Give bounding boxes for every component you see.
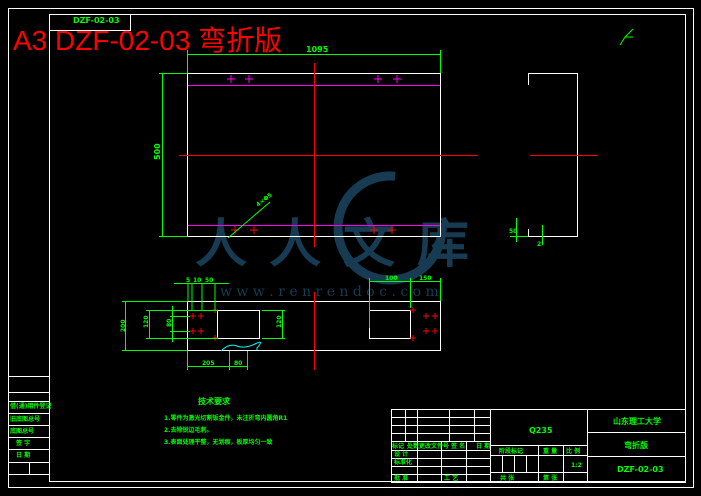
cutout-right xyxy=(369,310,411,339)
side-view: 50 2 xyxy=(509,28,634,248)
break-line xyxy=(220,341,261,352)
label-design: 设 计 xyxy=(394,450,408,458)
tech-line-2: 2.去除锐边毛刺。 xyxy=(164,426,212,434)
height-dimension: 500 xyxy=(153,143,162,160)
part-name: 弯折版 xyxy=(624,440,648,450)
thk-dimension: 2 xyxy=(537,241,541,248)
dim-200: 200 xyxy=(120,319,127,332)
bottom-holes xyxy=(231,226,396,234)
scale-value: 1:2 xyxy=(571,462,582,469)
dim-5: 5 xyxy=(186,277,190,284)
label-sheet-no: 第 张 xyxy=(542,474,558,482)
strip-label-3: 底图总号 xyxy=(10,427,34,435)
label-change-doc: 更改文件号 xyxy=(419,442,449,450)
hole-markers xyxy=(227,75,401,83)
dim-10: 10 xyxy=(193,277,201,284)
dim-120: 120 xyxy=(143,315,150,328)
strip-label-1: 借(通)用件登记 xyxy=(9,402,52,410)
left-strip: 借(通)用件登记 旧底图总号 底图总号 签 字 日 期 xyxy=(8,376,52,475)
label-process: 工 艺 xyxy=(444,474,458,482)
label-mark: 标记 xyxy=(391,442,404,450)
dim-150: 150 xyxy=(419,275,432,282)
hole-height-dim xyxy=(170,306,190,342)
inner-height-dim xyxy=(146,310,217,339)
watermark-text: 人人文库 xyxy=(195,215,491,275)
label-approve: 批 准 xyxy=(394,474,408,482)
code-box-label: DZF-02-03 xyxy=(73,16,120,25)
cutout-left xyxy=(217,310,260,339)
strip-label-5: 日 期 xyxy=(16,451,30,459)
drawing-title: A3 DZF-02-03 弯折版 xyxy=(13,25,282,56)
width-dimension: 1095 xyxy=(306,45,329,54)
dim-205: 205 xyxy=(202,360,215,367)
left-strip-grid xyxy=(8,376,49,475)
dim-80-bottom: 80 xyxy=(234,360,242,367)
title-block-frame xyxy=(391,409,686,483)
technical-requirements: 技术要求 1.零件为激光切割钣金件，未注折弯内圆角R1 2.去除锐边毛刺。 3.… xyxy=(164,396,287,446)
label-weight: 重 量 xyxy=(543,447,557,455)
dim-120-right: 120 xyxy=(276,315,283,328)
top-view: 1095 500 4×Φ5 xyxy=(153,45,478,247)
label-count: 处数 xyxy=(406,442,420,450)
hole-leader xyxy=(227,201,271,239)
dim-100: 100 xyxy=(385,275,398,282)
strip-label-4: 签 字 xyxy=(15,439,30,447)
tech-line-3: 3.表面处理平整，无划痕，板厚均匀一致 xyxy=(164,438,273,446)
flange-dimension: 50 xyxy=(509,228,517,235)
code-box xyxy=(49,14,131,31)
label-date: 日 期 xyxy=(476,442,490,450)
title-block: Q235 山东理工大学 弯折版 DZF-02-03 标记 处数 更改文件号 签 … xyxy=(391,409,686,483)
bottom-view: 5 10 50 100 150 200 120 80 120 205 80 xyxy=(120,275,441,370)
watermark-url: w w w . r e n r e n d o c . c o m xyxy=(220,284,439,300)
watermark-circle xyxy=(333,171,447,285)
label-scale: 比 例 xyxy=(566,447,580,455)
bottom-dim xyxy=(187,351,248,370)
ext-lines xyxy=(187,283,216,311)
outer-border xyxy=(8,8,694,488)
dim-50: 50 xyxy=(205,277,213,284)
top-holes xyxy=(227,75,401,83)
tech-line-1: 1.零件为激光切割钣金件，未注折弯内圆角R1 xyxy=(164,414,287,422)
tech-heading: 技术要求 xyxy=(198,396,231,406)
title-block-grid xyxy=(391,409,686,483)
total-height-dim xyxy=(122,301,187,351)
hole-markers xyxy=(231,226,396,234)
school-name: 山东理工大学 xyxy=(613,416,661,426)
label-sheets: 共 张 xyxy=(500,474,515,482)
label-stage: 阶段标记 xyxy=(499,447,523,455)
drawing-number: DZF-02-03 xyxy=(617,465,664,474)
material: Q235 xyxy=(529,426,553,435)
right-height-dim xyxy=(262,310,285,339)
label-signature: 签 名 xyxy=(450,442,465,450)
hole-note: 4×Φ5 xyxy=(255,192,274,209)
watermark: 人人文库 w w w . r e n r e n d o c . c o m xyxy=(195,171,491,300)
strip-label-2: 旧底图总号 xyxy=(10,415,40,423)
dim-80: 80 xyxy=(166,319,173,327)
label-standardization: 标准化 xyxy=(393,458,412,466)
inner-frame xyxy=(49,14,686,482)
ext-lines xyxy=(369,278,441,328)
roughness-symbol xyxy=(619,28,634,46)
